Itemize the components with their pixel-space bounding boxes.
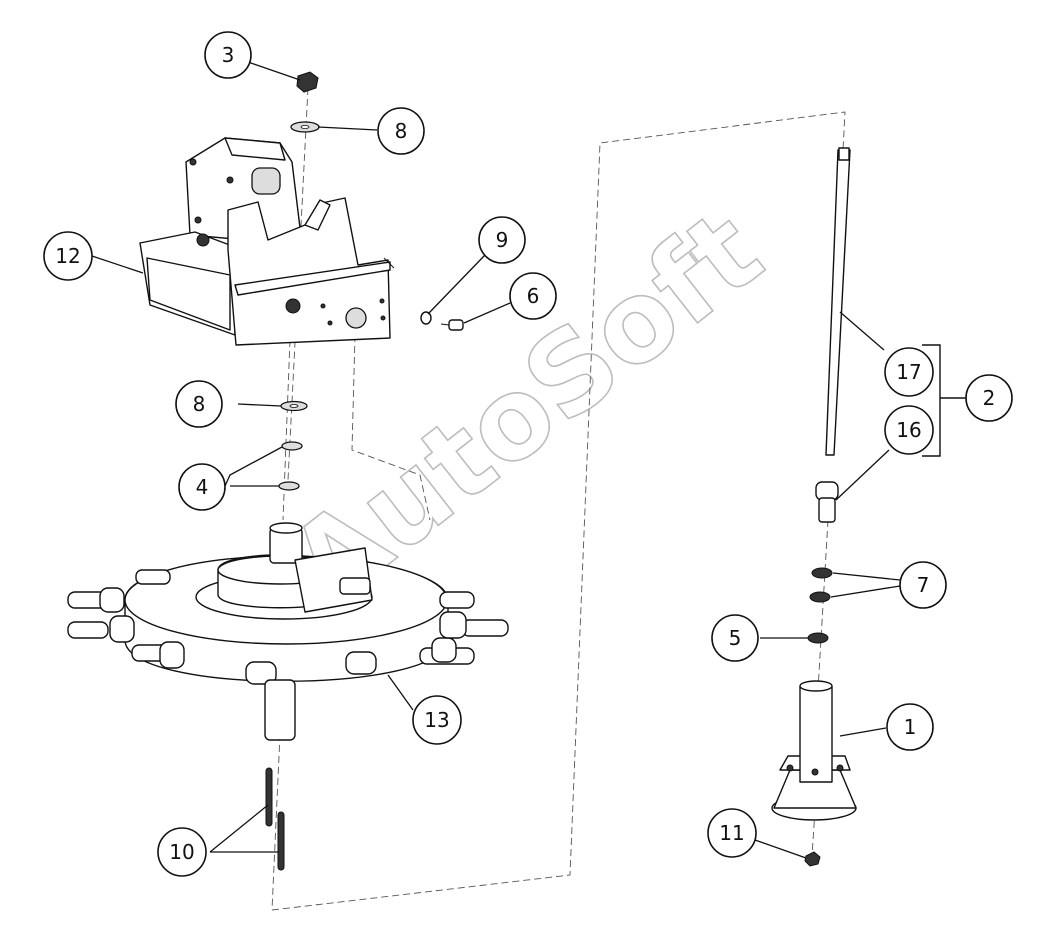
callout-4: 4 — [178, 463, 226, 511]
callout-2-label: 2 — [983, 386, 996, 410]
callout-9-label: 9 — [496, 228, 509, 252]
callout-9: 9 — [478, 216, 526, 264]
part-8-washer-lower — [280, 400, 308, 412]
callout-11: 11 — [707, 808, 757, 858]
callout-11-label: 11 — [719, 821, 744, 845]
part-5-washer — [807, 632, 829, 644]
part-4-washer-a — [281, 441, 303, 451]
callout-5: 5 — [711, 614, 759, 662]
part-1-housing — [771, 680, 857, 821]
callout-17: 17 — [884, 347, 934, 397]
callout-7-label: 7 — [917, 573, 930, 597]
part-4-washer-b — [278, 481, 300, 491]
callout-13-label: 13 — [424, 708, 449, 732]
part-11-nut — [804, 851, 821, 867]
callout-3-label: 3 — [222, 43, 235, 67]
callout-7: 7 — [899, 561, 947, 609]
callout-12: 12 — [43, 231, 93, 281]
callout-5-label: 5 — [729, 626, 742, 650]
callout-16-label: 16 — [896, 418, 921, 442]
part-7-nuts — [809, 567, 833, 603]
callout-10: 10 — [157, 827, 207, 877]
part-12-frame — [139, 137, 395, 346]
callout-12-label: 12 — [55, 244, 80, 268]
part-9-washer — [420, 311, 432, 325]
callout-3: 3 — [204, 31, 252, 79]
callout-2: 2 — [965, 374, 1013, 422]
callout-8-top: 8 — [377, 107, 425, 155]
part-3-nut — [296, 71, 319, 93]
callout-10-label: 10 — [169, 840, 194, 864]
callout-8-lower-label: 8 — [193, 392, 206, 416]
callout-1: 1 — [886, 703, 934, 751]
part-10-pins — [265, 767, 285, 871]
part-17-shaft — [825, 147, 851, 456]
part-13-rotor-head — [67, 522, 509, 741]
callout-6-label: 6 — [527, 284, 540, 308]
leader-lines — [91, 61, 901, 859]
callout-4-label: 4 — [196, 475, 209, 499]
part-6-bolt — [440, 319, 464, 331]
part-16-bushing — [815, 481, 839, 523]
callout-8-top-label: 8 — [395, 119, 408, 143]
part-8-washer-top — [290, 121, 320, 133]
callout-1-label: 1 — [904, 715, 917, 739]
callout-17-label: 17 — [896, 360, 921, 384]
callout-16: 16 — [884, 405, 934, 455]
group-bracket-2 — [922, 344, 966, 457]
callout-8-lower: 8 — [175, 380, 223, 428]
callout-6: 6 — [509, 272, 557, 320]
callout-13: 13 — [412, 695, 462, 745]
